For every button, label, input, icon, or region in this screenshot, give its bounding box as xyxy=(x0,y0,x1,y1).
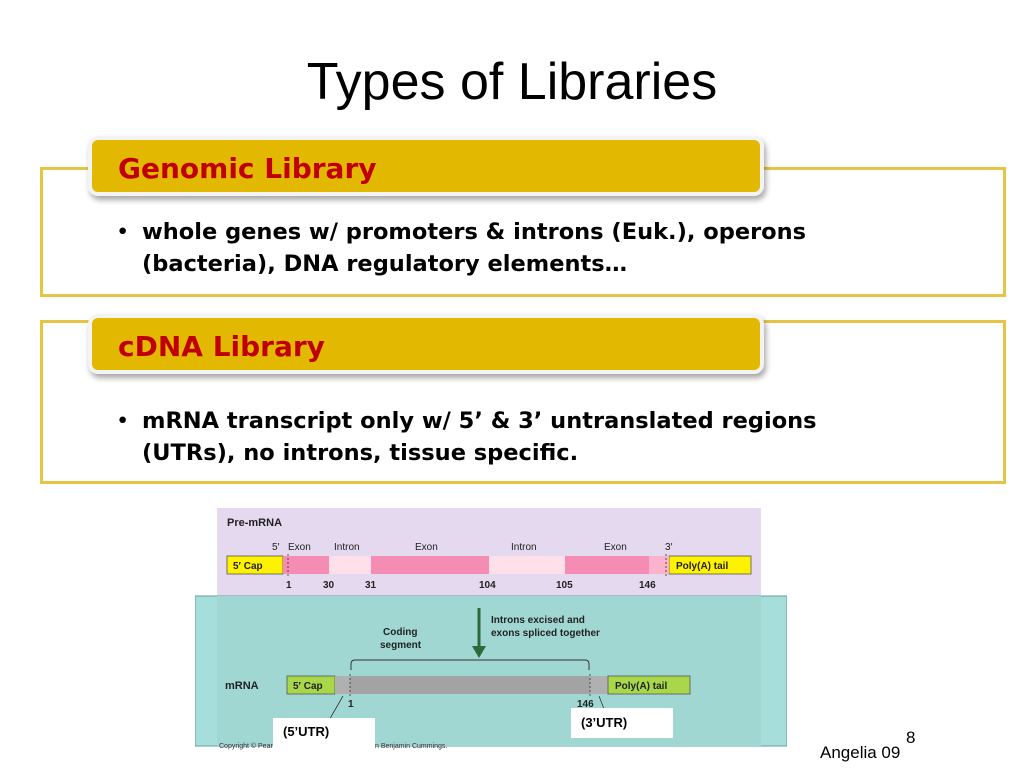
premrna-panel xyxy=(217,508,761,600)
utr3-label: (3’UTR) xyxy=(581,715,627,730)
intron1-label: Intron xyxy=(334,542,360,553)
cdna-library-bullet: • mRNA transcript only w/ 5’ & 3’ untran… xyxy=(116,405,976,471)
premrna-cap-label: 5′ Cap xyxy=(233,561,263,572)
cdna-bullet-line1: mRNA transcript only w/ 5’ & 3’ untransl… xyxy=(142,408,817,434)
splice-text-line1: Introns excised and xyxy=(491,615,585,626)
mrna-pos-146: 146 xyxy=(577,699,594,710)
intron-segment-2 xyxy=(489,556,565,574)
splicing-figure: Pre-mRNA 5′ Exon Intron Exon Intron Exon… xyxy=(195,508,787,750)
mrna-polya-label: Poly(A) tail xyxy=(615,681,667,692)
bullet-dot: • xyxy=(116,219,130,245)
exon-segment-2 xyxy=(371,556,489,574)
exon2-label: Exon xyxy=(415,542,438,553)
exon1-label: Exon xyxy=(288,542,311,553)
genomic-library-title: Genomic Library xyxy=(118,152,377,185)
utr5-box xyxy=(273,718,375,748)
footer-author: Angelia 09 xyxy=(820,743,901,762)
premrna-tail-gap xyxy=(649,556,669,574)
pos-104: 104 xyxy=(479,580,496,591)
mrna-pos-1: 1 xyxy=(348,699,354,710)
splice-text-line2: exons spliced together xyxy=(491,628,600,639)
three-prime-label: 3′ xyxy=(665,542,673,553)
pos-105: 105 xyxy=(556,580,573,591)
utr5-label: (5’UTR) xyxy=(283,724,329,739)
mrna-coding xyxy=(350,676,590,694)
pos-30: 30 xyxy=(323,580,335,591)
exon3-label: Exon xyxy=(604,542,627,553)
genomic-library-header: Genomic Library xyxy=(88,136,764,196)
cdna-library-title: cDNA Library xyxy=(118,330,325,363)
copyright-right: n Benjamin Cummings. xyxy=(375,743,447,750)
utr3-box xyxy=(571,708,673,738)
genomic-library-bullet: • whole genes w/ promoters & introns (Eu… xyxy=(116,216,976,282)
splice-arrow-head xyxy=(472,646,486,658)
premrna-label: Pre-mRNA xyxy=(227,517,282,529)
cdna-bullet-line2: (UTRs), no introns, tissue specific. xyxy=(142,440,579,466)
pos-31: 31 xyxy=(365,580,377,591)
coding-segment-line1: Coding xyxy=(383,627,417,638)
genomic-bullet-line1: whole genes w/ promoters & introns (Euk.… xyxy=(142,219,807,245)
coding-segment-brace xyxy=(350,659,590,670)
intron2-label: Intron xyxy=(511,542,537,553)
utr5-pointer xyxy=(327,695,344,723)
coding-segment-line2: segment xyxy=(380,640,422,651)
mrna-utr5 xyxy=(335,676,350,694)
mrna-cap-label: 5′ Cap xyxy=(293,681,323,692)
premrna-polya-label: Poly(A) tail xyxy=(676,561,728,572)
mrna-polya xyxy=(607,675,691,695)
cdna-library-header: cDNA Library xyxy=(88,314,764,374)
copyright-left: Copyright © Pear xyxy=(219,742,273,750)
five-prime-label: 5′ xyxy=(272,542,280,553)
bullet-dot: • xyxy=(116,408,130,434)
mrna-label: mRNA xyxy=(225,680,259,692)
pos-1: 1 xyxy=(286,580,292,591)
exon-segment-1 xyxy=(283,556,329,574)
genomic-bullet-line2: (bacteria), DNA regulatory elements… xyxy=(142,251,628,277)
mrna-utr3 xyxy=(590,676,608,694)
intron-segment-1 xyxy=(329,556,371,574)
exon-segment-3 xyxy=(565,556,649,574)
page-number: 8 xyxy=(906,728,916,747)
slide-title: Types of Libraries xyxy=(306,53,718,111)
pos-146: 146 xyxy=(639,580,656,591)
